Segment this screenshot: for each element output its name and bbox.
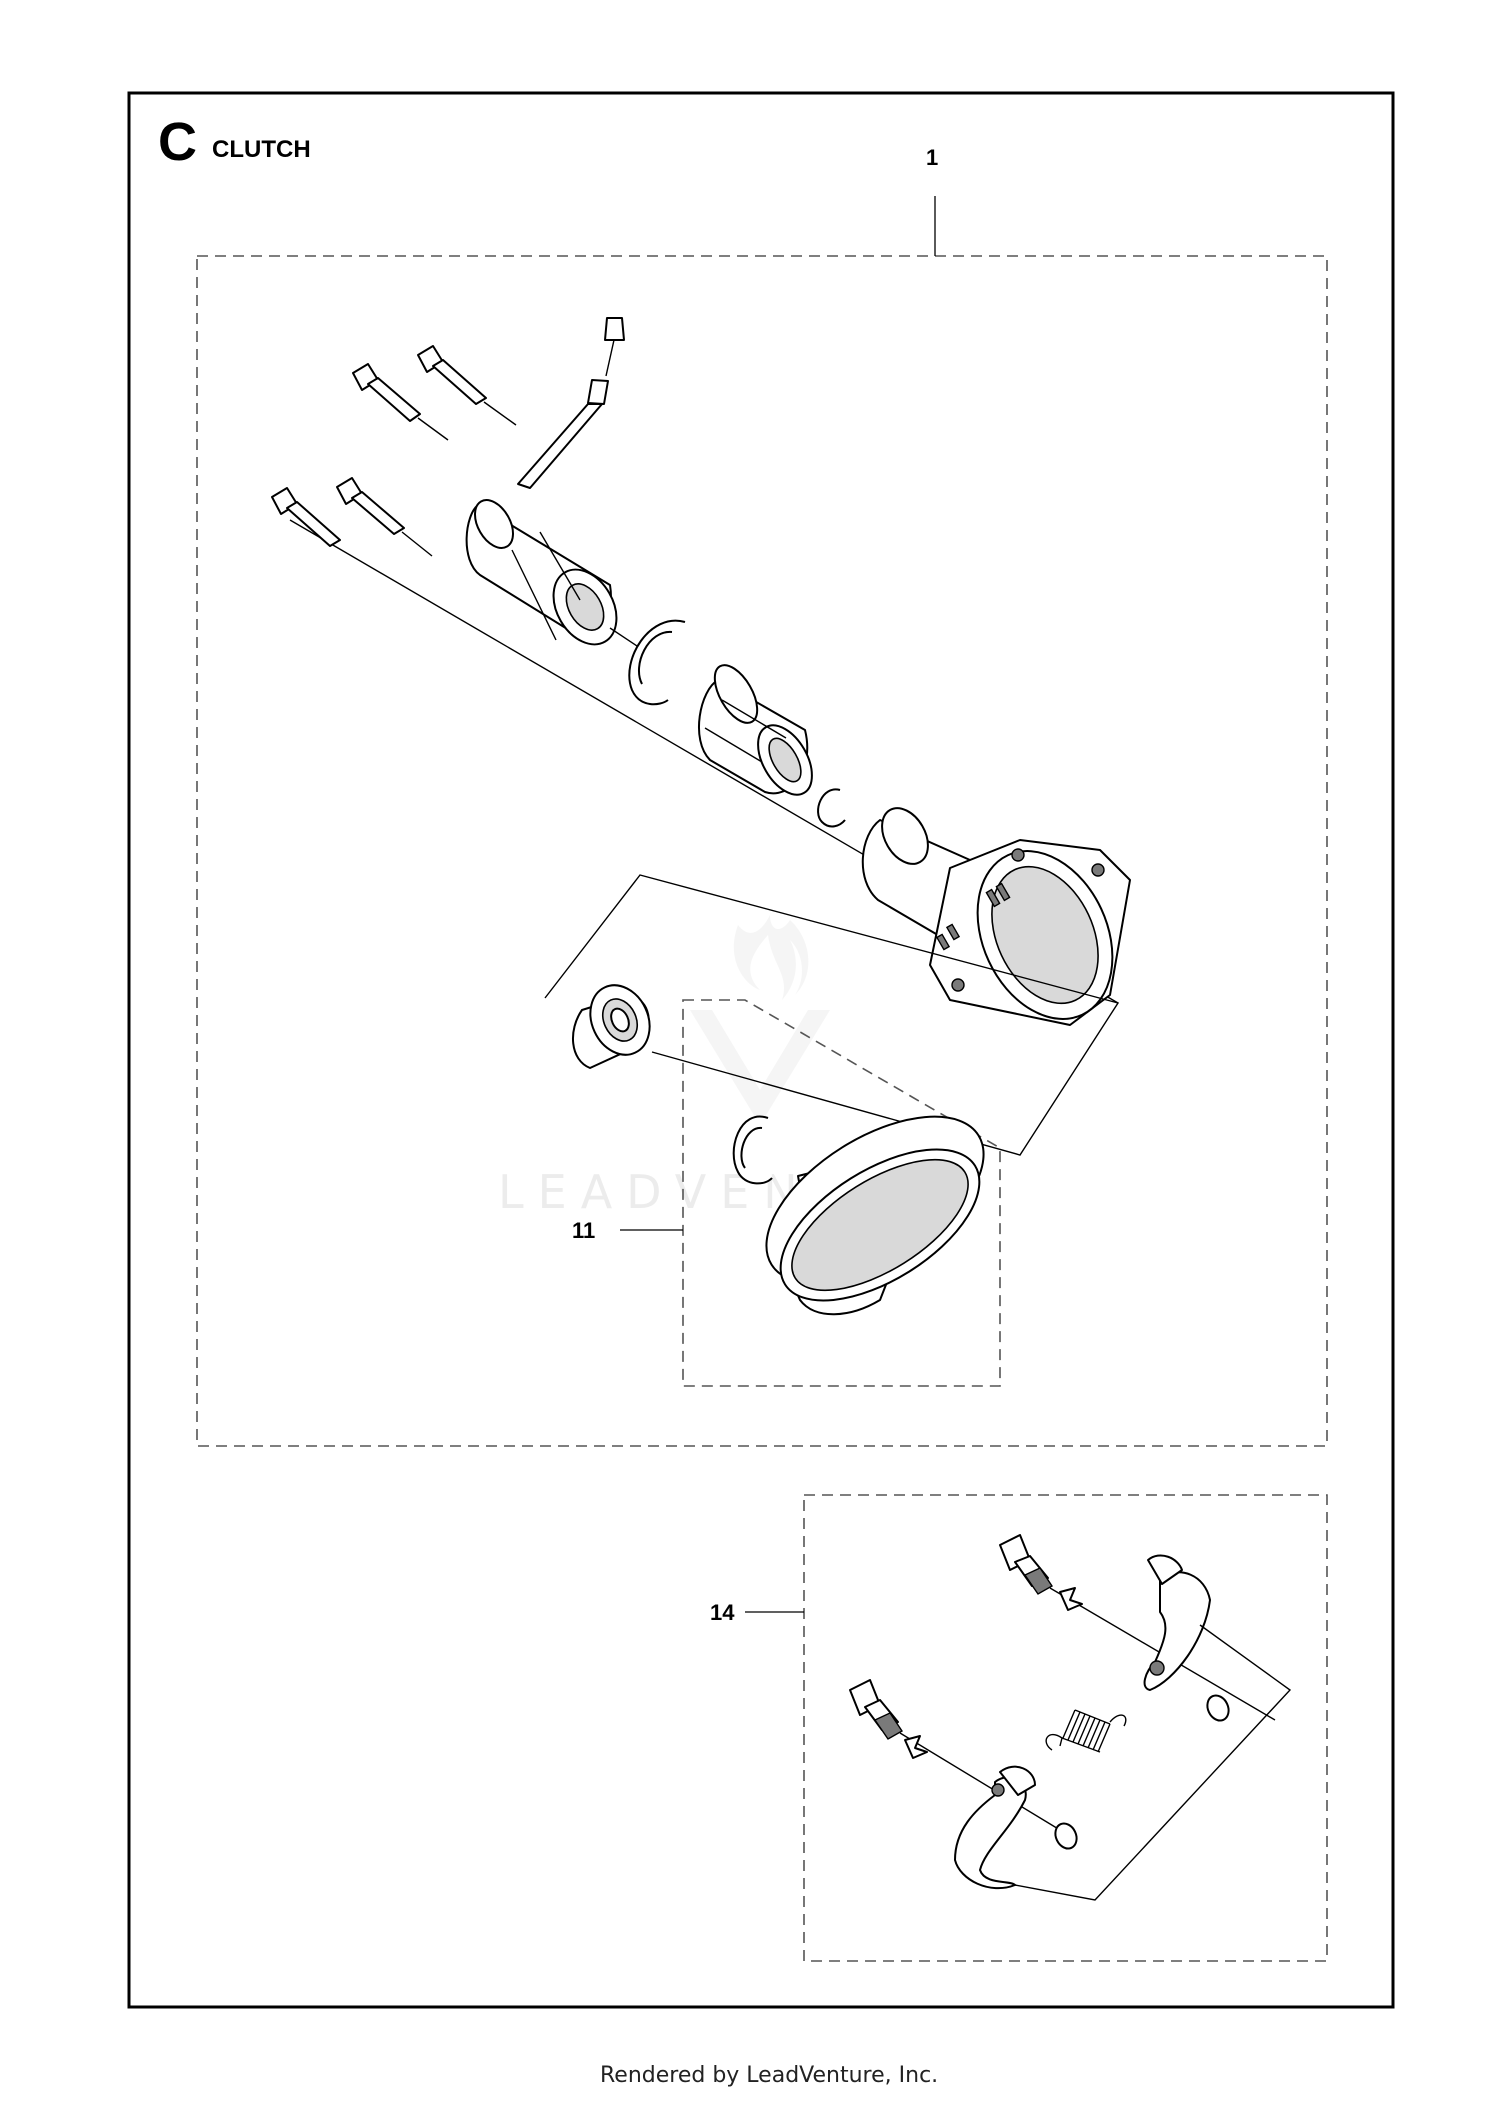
- axis-segment: [609, 627, 641, 649]
- cap-screw: [352, 363, 449, 441]
- assembly-14-box: [803, 1494, 1328, 1962]
- shoe-kit-leader: [1014, 1624, 1292, 1901]
- cap-screw: [271, 487, 341, 547]
- clutch-spring: [1045, 1709, 1127, 1753]
- footer-credit: Rendered by LeadVenture, Inc.: [600, 2063, 938, 2088]
- watermark-logo: [690, 915, 830, 1125]
- washer: [1054, 1822, 1078, 1850]
- washer-clip: [904, 1735, 928, 1759]
- washer: [1206, 1694, 1230, 1722]
- shoulder-bolt: [999, 1534, 1276, 1721]
- clutch-housing: [861, 807, 1131, 1026]
- clutch-shoe: [1143, 1554, 1211, 1691]
- tube-clamp: [465, 499, 618, 646]
- clutch-drum: [765, 1115, 985, 1316]
- clutch-shoe: [954, 1765, 1036, 1890]
- callout-11-label: 11: [572, 1218, 595, 1243]
- assembly-11-box: [682, 999, 1001, 1387]
- cap-screw: [417, 345, 517, 426]
- retaining-ring: [732, 1115, 773, 1185]
- shoulder-bolt: [849, 1679, 1061, 1831]
- section-letter: C: [158, 112, 197, 172]
- washer-clip: [1059, 1587, 1083, 1611]
- drive-sleeve: [697, 664, 813, 796]
- callout-14-label: 14: [710, 1600, 735, 1625]
- section-title: CLUTCH: [212, 136, 311, 163]
- callout-1-label: 1: [926, 145, 938, 170]
- snap-ring: [817, 788, 846, 828]
- assembly-1-box: [196, 255, 1328, 1447]
- clamp-bolt: [517, 317, 625, 489]
- cap-screw: [336, 477, 433, 557]
- ball-bearing: [571, 984, 651, 1069]
- outer-frame: [127, 91, 1395, 2009]
- bearing-leader: [544, 874, 1120, 1156]
- retaining-ring: [628, 619, 686, 706]
